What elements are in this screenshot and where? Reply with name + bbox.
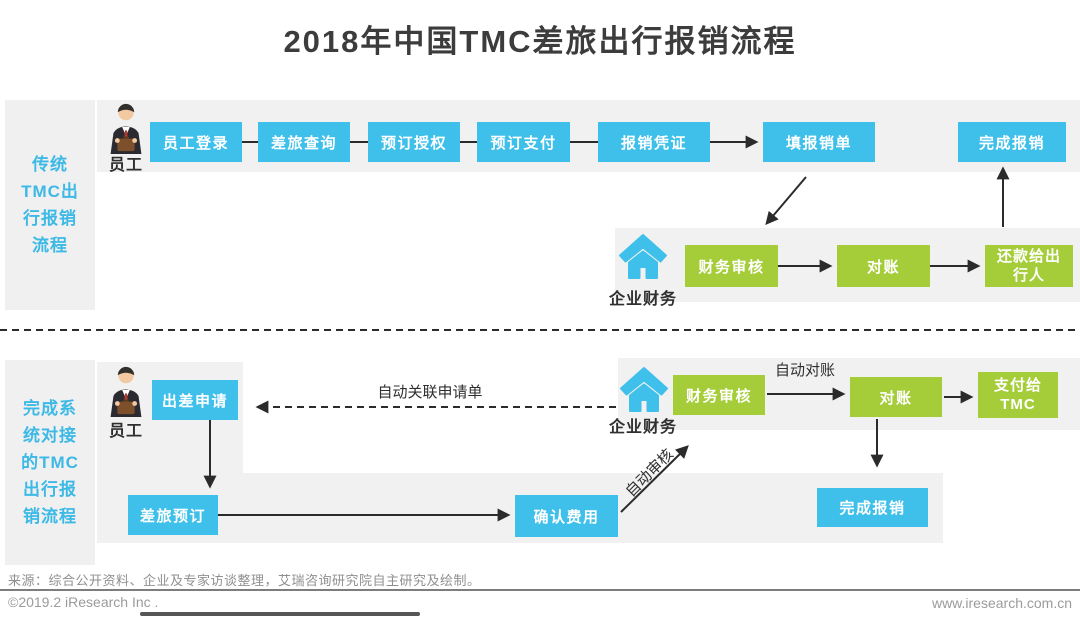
employee-icon: [110, 103, 142, 154]
bottom-bar: [140, 612, 420, 616]
step-repay-traveler: 还款给出 行人: [985, 245, 1073, 287]
page-title: 2018年中国TMC差旅出行报销流程: [283, 24, 797, 59]
employee-icon: [110, 366, 142, 417]
source-note: 来源：综合公开资料、企业及专家访谈整理，艾瑞咨询研究院自主研究及绘制。: [8, 573, 481, 588]
sidebar-integrated-flow: 完成系 统对接 的TMC 出行报 销流程: [5, 360, 95, 565]
sidebar-line: 行报销: [23, 209, 77, 228]
step-booking-pay: 预订支付: [477, 122, 570, 162]
step-fill-reimburse-form: 填报销单: [763, 122, 875, 162]
step-finance-audit: 财务审核: [673, 375, 765, 415]
arrow-fillform-audit: [765, 176, 807, 225]
sidebar-line: 完成系: [23, 399, 77, 418]
step-finance-audit: 财务审核: [685, 245, 778, 287]
finance-label: 企业财务: [608, 419, 677, 436]
sidebar-line: 销流程: [23, 507, 77, 526]
sidebar-line: 流程: [32, 236, 68, 255]
annotation-auto-reconcile: 自动对账: [774, 362, 835, 379]
step-repay-line2: 行人: [1012, 267, 1045, 284]
annotation-auto-link: 自动关联申请单: [377, 384, 483, 401]
step-complete-reimburse: 完成报销: [817, 488, 928, 527]
step-pay-line1: 支付给: [993, 377, 1042, 394]
step-reconcile: 对账: [850, 377, 942, 417]
step-pay-line2: TMC: [1000, 396, 1036, 413]
sidebar-line: TMC出: [21, 182, 79, 201]
sidebar-line: 的TMC: [21, 453, 79, 472]
step-reconcile: 对账: [837, 245, 930, 287]
step-booking-authorize: 预订授权: [368, 122, 460, 162]
sidebar-line: 统对接: [23, 426, 77, 445]
step-employee-login: 员工登录: [150, 122, 242, 162]
step-complete-reimburse: 完成报销: [958, 122, 1066, 162]
traditional-row1-band: [97, 100, 1080, 172]
finance-house-icon: [620, 367, 668, 412]
sidebar-traditional-flow: 传统 TMC出 行报销 流程: [5, 100, 95, 310]
step-repay-line1: 还款给出: [996, 248, 1061, 265]
footer-divider: [0, 589, 1080, 591]
sidebar-line: 传统: [32, 155, 68, 174]
step-pay-tmc: 支付给 TMC: [978, 372, 1058, 418]
step-confirm-expense: 确认费用: [515, 495, 618, 537]
step-travel-query: 差旅查询: [258, 122, 350, 162]
finance-label: 企业财务: [608, 291, 677, 308]
sidebar-line: 出行报: [23, 480, 77, 499]
employee-label: 员工: [108, 423, 143, 440]
section-divider-dashed: [0, 329, 1080, 331]
copyright-text: ©2019.2 iResearch Inc .: [8, 594, 159, 610]
website-link: www.iresearch.com.cn: [931, 595, 1072, 611]
step-reimburse-voucher: 报销凭证: [598, 122, 710, 162]
step-travel-book: 差旅预订: [128, 495, 218, 535]
employee-label: 员工: [108, 157, 143, 174]
step-trip-apply: 出差申请: [152, 380, 238, 420]
finance-house-icon: [619, 234, 667, 279]
